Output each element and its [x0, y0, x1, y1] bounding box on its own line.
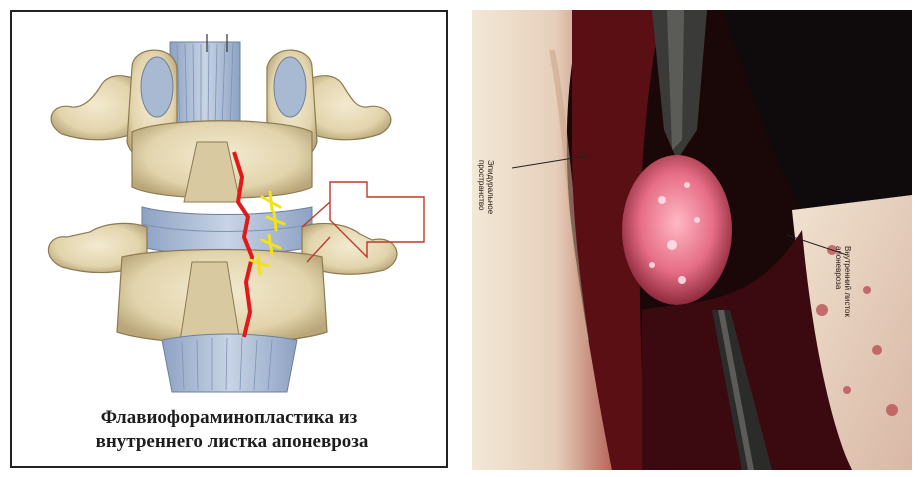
- spine-illustration: [12, 12, 448, 468]
- label-inner-aponeurosis: Внутренний листок апоневроза: [834, 246, 852, 317]
- middle-disc: [142, 207, 312, 255]
- caption-line-2: внутреннего листка апоневроза: [12, 430, 446, 454]
- diagram-caption: Флавиофораминопластика из внутреннего ли…: [12, 406, 446, 454]
- spine-illustration-panel: Флавиофораминопластика из внутреннего ли…: [10, 10, 448, 468]
- lower-ligament: [162, 334, 297, 392]
- upper-ligament: [170, 34, 240, 130]
- label-epidural-space: Эпидуральное пространство: [477, 160, 495, 214]
- surgical-scene: [472, 10, 912, 470]
- intraoperative-photo: Эпидуральное пространство Внутренний лис…: [472, 10, 912, 470]
- caption-line-1: Флавиофораминопластика из: [12, 406, 446, 430]
